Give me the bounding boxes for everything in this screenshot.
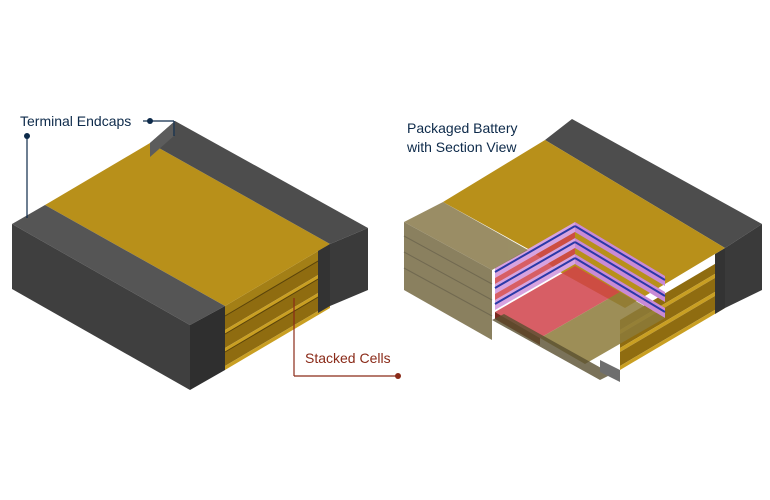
section-cutaway: [494, 222, 666, 364]
right-battery: [403, 119, 762, 382]
front-edge-translucent: [492, 314, 620, 382]
label-packaged-battery-line1: Packaged Battery: [407, 120, 518, 136]
endcap-left-translucent: [403, 202, 528, 340]
label-terminal-endcaps: Terminal Endcaps: [20, 113, 131, 129]
callout-terminal-endcaps: Terminal Endcaps: [20, 113, 175, 218]
leader-dot-stacked-cells: [395, 373, 401, 379]
label-stacked-cells: Stacked Cells: [305, 350, 391, 366]
endcap-right-2: [545, 119, 762, 314]
stacked-cells-left: [224, 244, 331, 370]
cell-top-left: [45, 143, 330, 306]
label-packaged-battery-line2: with Section View: [406, 139, 517, 155]
callout-packaged-battery: Packaged Battery with Section View: [406, 120, 518, 155]
callout-stacked-cells: Stacked Cells: [293, 298, 401, 379]
cell-top-right: [443, 140, 725, 308]
left-battery: [12, 121, 368, 390]
endcap-right: [150, 121, 368, 313]
endcap-left: [12, 205, 225, 390]
